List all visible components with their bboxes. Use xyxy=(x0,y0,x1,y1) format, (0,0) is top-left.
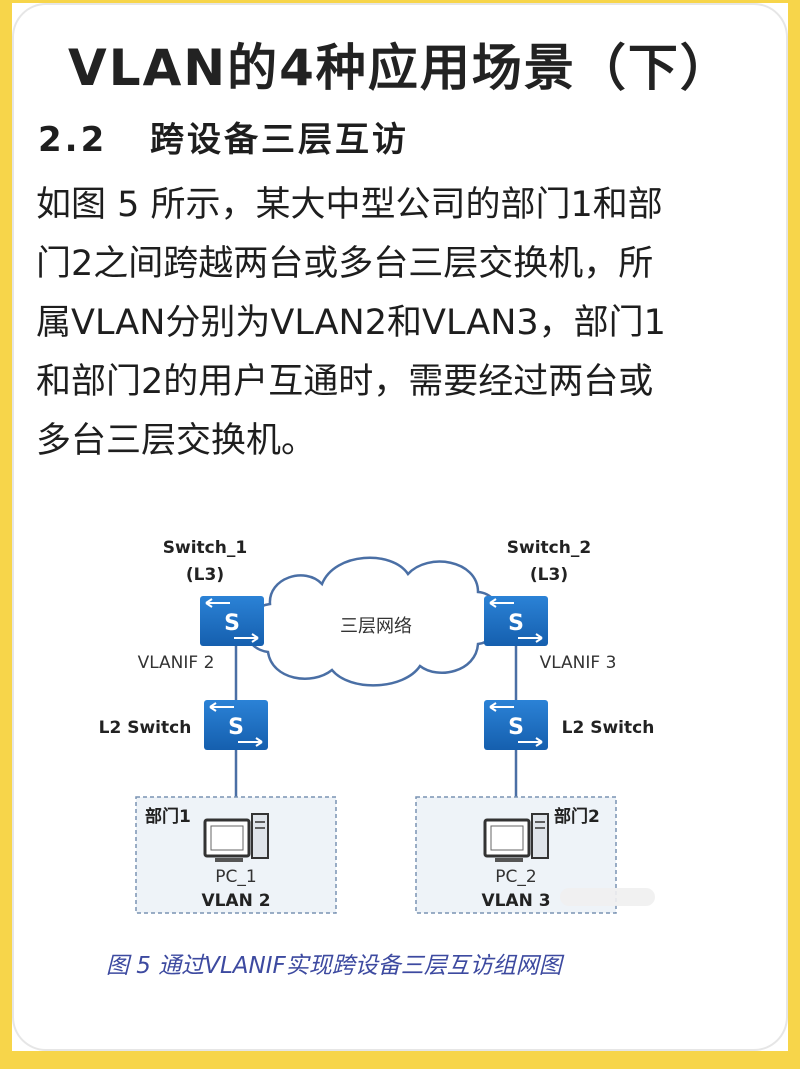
paragraph-line: 多台三层交换机。 xyxy=(36,421,317,461)
pc1-label: PC_1 xyxy=(215,867,256,887)
body-paragraph: 如图 5 所示，某大中型公司的部门1和部 门2之间跨越两台或多台三层交换机，所 … xyxy=(36,176,766,471)
blur-mark xyxy=(560,888,655,906)
pc1-icon xyxy=(203,813,269,862)
svg-text:S: S xyxy=(228,715,244,740)
section-title: 跨设备三层互访 xyxy=(150,120,409,160)
cloud-icon xyxy=(245,556,501,687)
l2-right-label: L2 Switch xyxy=(562,718,655,738)
pc2-label: PC_2 xyxy=(495,867,536,887)
switch1-name: Switch_1 xyxy=(163,538,247,558)
switch2-layer: (L3) xyxy=(530,565,568,585)
paragraph-line: 门2之间跨越两台或多台三层交换机，所 xyxy=(36,244,654,284)
dept2-label: 部门2 xyxy=(554,806,600,827)
l2-left-label: L2 Switch xyxy=(99,718,192,738)
paragraph-line: 和部门2的用户互通时，需要经过两台或 xyxy=(36,362,654,402)
dept1-label: 部门1 xyxy=(145,806,191,827)
dept1-vlan: VLAN 2 xyxy=(201,891,270,911)
switch2-vlanif: VLANIF 3 xyxy=(540,653,617,673)
switch1-layer: (L3) xyxy=(186,565,224,585)
cloud-label: 三层网络 xyxy=(340,616,412,637)
pc2-icon xyxy=(483,813,549,862)
svg-text:S: S xyxy=(508,715,524,740)
dept2-vlan: VLAN 3 xyxy=(481,891,550,911)
page-title: VLAN的4种应用场景（下） xyxy=(68,39,732,97)
section-number: 2.2 xyxy=(38,120,108,160)
paragraph-line: 如图 5 所示，某大中型公司的部门1和部 xyxy=(36,185,663,225)
svg-text:S: S xyxy=(508,611,524,636)
switch2-icon: S xyxy=(484,596,548,646)
switch1-vlanif: VLANIF 2 xyxy=(138,653,215,673)
switch2-name: Switch_2 xyxy=(507,538,591,558)
figure-caption: 图 5 通过VLANIF实现跨设备三层互访组网图 xyxy=(106,953,562,979)
l2-right-switch-icon: S xyxy=(484,700,548,750)
paragraph-line: 属VLAN分别为VLAN2和VLAN3，部门1 xyxy=(36,303,666,343)
l2-left-switch-icon: S xyxy=(204,700,268,750)
svg-text:S: S xyxy=(224,611,240,636)
switch1-icon: S xyxy=(200,596,264,646)
section-heading: 2.2 跨设备三层互访 xyxy=(38,112,409,161)
